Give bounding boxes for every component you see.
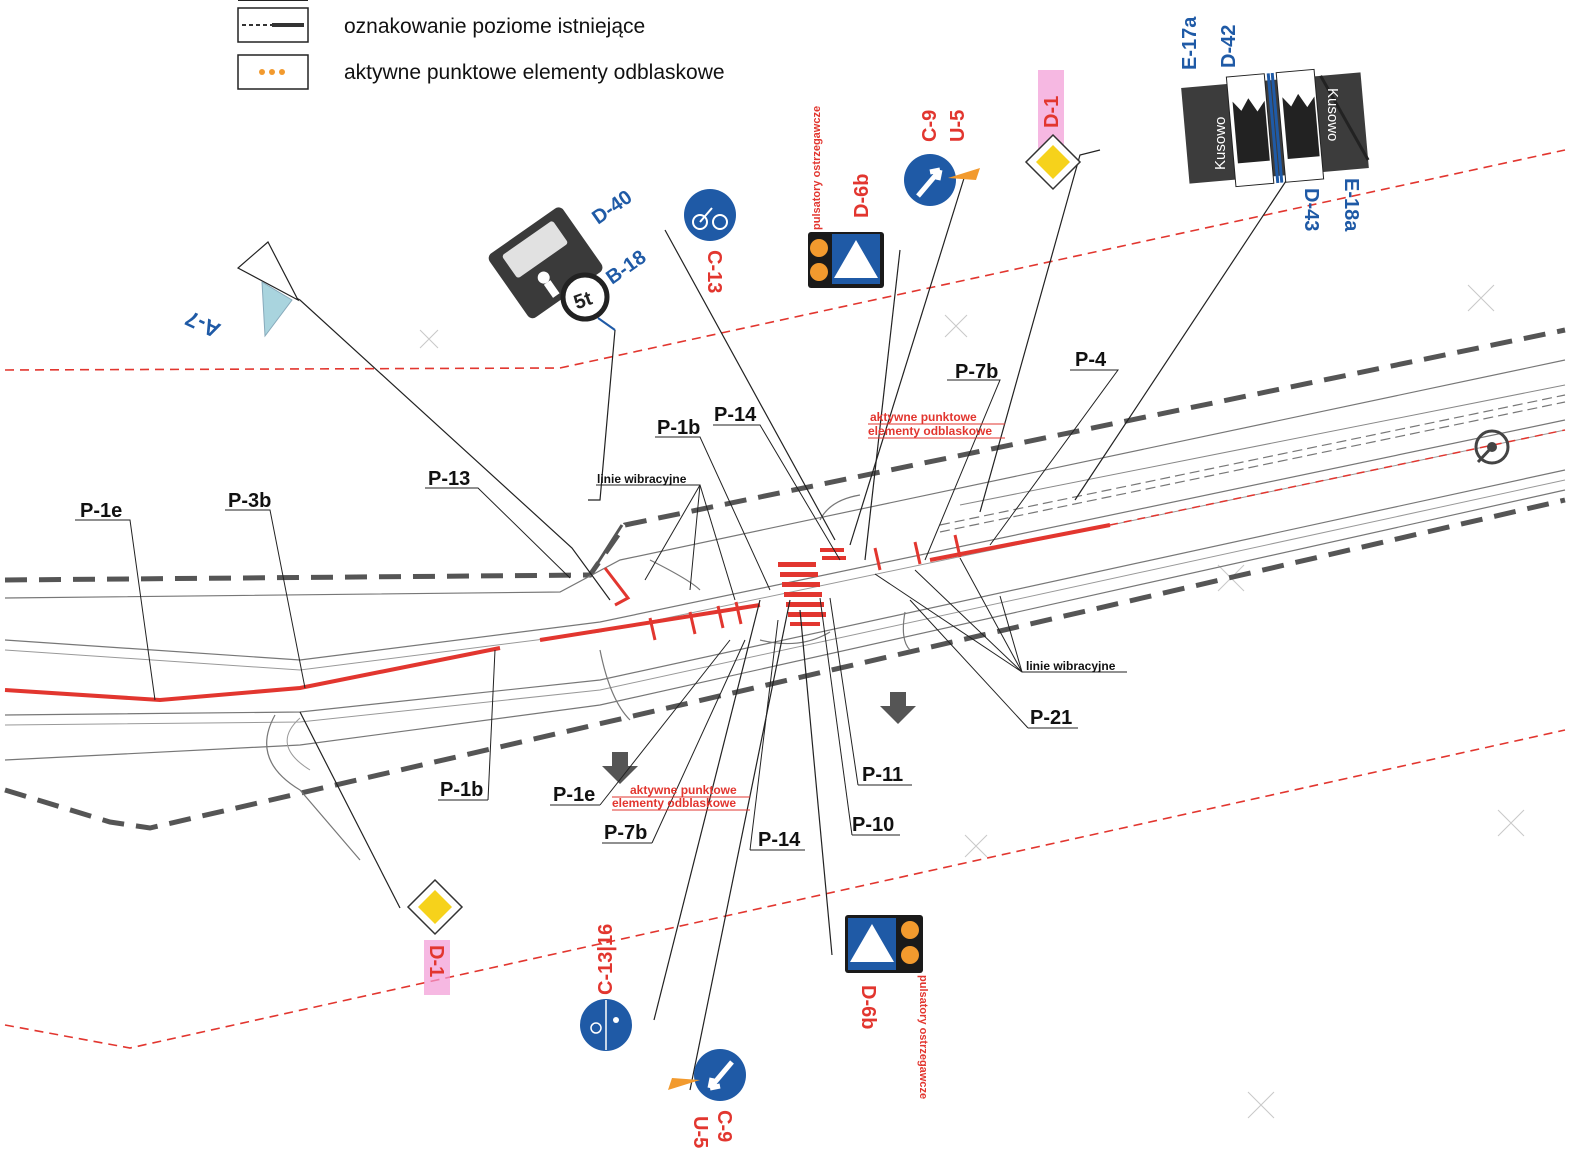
sign-b18-label: B-18 xyxy=(602,246,650,289)
sign-c9-bottom-label: C-9 xyxy=(713,1110,735,1142)
direction-arrows xyxy=(602,692,916,784)
sign-d1-top: D-1 xyxy=(1024,70,1082,191)
label-p4: P-4 xyxy=(1075,349,1107,371)
label-linie-top: linie wibracyjne xyxy=(597,472,687,486)
label-p1e-left: P-1e xyxy=(80,500,122,522)
sign-e18a-label: E-18a xyxy=(1340,178,1362,232)
sign-d43-label: D-43 xyxy=(1300,188,1322,231)
pulsatory-top-label: pulsatory ostrzegawcze xyxy=(811,106,823,230)
kusowo-left-label: Kusowo xyxy=(1212,117,1229,170)
label-aktywne-top-1: aktywne punktowe xyxy=(870,410,977,424)
sign-town-entry-exit: Kusowo Kusowo E-17a D-42 D-43 E-18a xyxy=(1179,16,1370,232)
label-p14-top: P-14 xyxy=(714,404,757,426)
compass-icon xyxy=(1474,429,1510,465)
legend-label-existing: oznakowanie poziome istniejące xyxy=(344,15,645,38)
sign-e17a-label: E-17a xyxy=(1179,16,1201,70)
leader-lines xyxy=(239,149,1291,1091)
pulsatory-bottom-label: pulsatory ostrzegawcze xyxy=(917,975,929,1099)
sign-c13-16-label: C-13|16 xyxy=(595,924,617,995)
label-p13: P-13 xyxy=(428,468,470,490)
label-p7b-bottom: P-7b xyxy=(604,822,647,844)
pedestrian-crossing xyxy=(778,548,846,626)
note-labels: linie wibracyjne linie wibracyjne aktywn… xyxy=(597,410,1116,810)
vibration-lines xyxy=(648,534,962,641)
sign-d6b-bottom: D-6b pulsatory ostrzegawcze xyxy=(845,915,929,1099)
label-p1b-top: P-1b xyxy=(657,417,700,439)
sign-d1-bottom: D-1 xyxy=(406,878,464,995)
label-p3b: P-3b xyxy=(228,490,271,512)
sign-d40-label: D-40 xyxy=(588,186,636,229)
legend-label-reflective: aktywne punktowe elementy odblaskowe xyxy=(344,61,725,84)
label-aktywne-top-2: elementy odblaskowe xyxy=(868,424,992,438)
legend-item-reflective xyxy=(237,54,309,90)
dashed-line-icon xyxy=(237,7,309,43)
sign-a7-label: A-7 xyxy=(181,305,224,343)
label-p11: P-11 xyxy=(862,764,903,786)
boundary-lines xyxy=(4,149,1566,1049)
label-p14-bottom: P-14 xyxy=(758,829,801,851)
label-p21: P-21 xyxy=(1030,707,1072,729)
sign-u5-top-label: U-5 xyxy=(947,110,969,142)
sign-c13-top-label: C-13 xyxy=(703,250,725,293)
label-aktywne-bottom-1: aktywne punktowe xyxy=(630,783,737,797)
legend-item-existing-marking xyxy=(237,0,309,43)
sign-c9-top: C-9 U-5 xyxy=(904,110,980,206)
label-p1b-bottom: P-1b xyxy=(440,779,483,801)
kusowo-right-label: Kusowo xyxy=(1324,88,1341,141)
sign-d6b-top: D-6b pulsatory ostrzegawcze xyxy=(808,106,884,288)
sign-d6b-top-label: D-6b xyxy=(851,174,873,218)
aktywne-underlines xyxy=(612,423,1005,811)
sign-b18: 5t B-18 xyxy=(560,246,650,331)
sign-c13-top: C-13 xyxy=(684,189,736,293)
label-p1e-bottom: P-1e xyxy=(553,784,595,806)
label-aktywne-bottom-2: elementy odblaskowe xyxy=(612,796,736,810)
sign-a7: A-7 xyxy=(181,241,300,343)
label-p10: P-10 xyxy=(852,814,894,836)
sign-u5-bottom-label: U-5 xyxy=(689,1116,711,1148)
sign-d1-bottom-label: D-1 xyxy=(425,945,447,977)
sign-d42-label: D-42 xyxy=(1218,25,1240,68)
road-edges xyxy=(4,327,1566,861)
sign-c13-16: C-13|16 xyxy=(580,924,632,1051)
sign-c9-bottom: C-9 U-5 xyxy=(668,1049,746,1148)
marking-labels: P-1e P-3b P-13 P-1b P-14 P-7b P-4 P-21 P… xyxy=(80,349,1107,851)
sign-c9-top-label: C-9 xyxy=(919,110,941,142)
sign-d1-top-label: D-1 xyxy=(1041,96,1063,128)
label-p7b-top: P-7b xyxy=(955,361,998,383)
label-leader-lines xyxy=(75,369,1127,851)
grid-crosses xyxy=(419,284,1525,1119)
label-linie-right: linie wibracyjne xyxy=(1026,659,1116,673)
sign-d6b-bottom-label: D-6b xyxy=(857,985,879,1029)
reflective-dots-icon xyxy=(237,54,309,90)
